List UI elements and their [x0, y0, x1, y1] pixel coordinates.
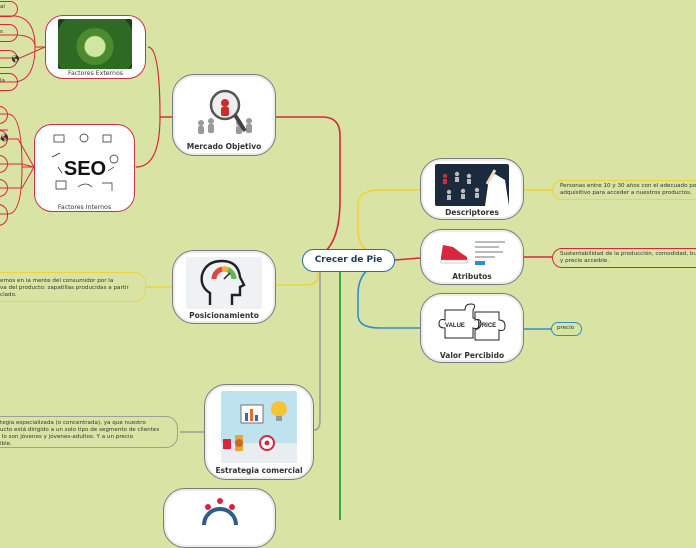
descriptores-label: Descriptores: [445, 208, 499, 217]
externos-leaf-4[interactable]: [0, 73, 18, 91]
estrategia-comercial-node[interactable]: Estrategia comercial: [204, 384, 314, 480]
seo-image: SEO: [48, 131, 122, 201]
puzzle-image: VALUE PRICE: [435, 300, 509, 348]
magnifier-people-image: [187, 81, 261, 139]
posicionamiento-label: Posicionamiento: [189, 311, 259, 320]
globe-icon: 🌎︎: [0, 134, 9, 142]
posicionamiento-note-box[interactable]: [0, 272, 146, 302]
posicionamiento-note: emos en la mente del consumidor por la v…: [0, 278, 129, 298]
descriptores-note: Personas entre 10 y 30 años con el adecu…: [560, 183, 696, 196]
atributos-node[interactable]: Atributos: [420, 229, 524, 285]
descriptores-note-box[interactable]: [552, 180, 696, 200]
atributos-label: Atributos: [452, 272, 492, 281]
network-image: [190, 495, 250, 525]
valor-percibido-label: Valor Percibido: [439, 351, 505, 360]
valor-note: precio: [557, 325, 575, 331]
central-topic[interactable]: Crecer de Pie: [302, 249, 395, 272]
descriptores-node[interactable]: Descriptores: [420, 158, 524, 220]
mercado-objetivo-node[interactable]: Mercado Objetivo: [172, 74, 276, 156]
externos-leaf-1[interactable]: [0, 1, 18, 17]
posicionamiento-node[interactable]: Posicionamiento: [172, 250, 276, 324]
sneaker-image: [435, 235, 509, 269]
estrategia-note-box[interactable]: [0, 416, 178, 448]
externos-leaf-2-text: s: [0, 29, 3, 35]
externos-leaf-2[interactable]: [0, 24, 18, 42]
svg-text:SEO: SEO: [64, 158, 106, 180]
strategy-image: [221, 391, 297, 463]
globe-icon: 🌎︎: [11, 55, 20, 63]
externos-leaf-3[interactable]: [0, 50, 18, 68]
valor-percibido-node[interactable]: VALUE PRICE Valor Percibido: [420, 293, 524, 363]
estrategia-note: tegia especializada (o concentrada), ya …: [0, 420, 160, 447]
externos-leaf-1-text: al: [0, 4, 5, 10]
atributos-note: Sustentabilidad de la producción, comodi…: [560, 251, 696, 264]
valor-note-box[interactable]: [551, 322, 582, 336]
head-gauge-image: [186, 257, 262, 309]
estrategia-comercial-label: Estrategia comercial: [215, 466, 303, 475]
factores-externos-label: Factores Externos: [68, 70, 123, 77]
svg-text:PRICE: PRICE: [478, 323, 496, 329]
atributos-note-box[interactable]: [552, 248, 696, 268]
business-people-image: [435, 164, 509, 206]
factores-externos-node[interactable]: Factores Externos: [45, 15, 146, 79]
svg-text:VALUE: VALUE: [445, 323, 465, 329]
mercado-objetivo-label: Mercado Objetivo: [186, 142, 262, 151]
factores-internos-label: Factores Internos: [57, 204, 112, 211]
bottom-node-partial[interactable]: [163, 488, 276, 548]
factores-internos-node[interactable]: SEO Factores Internos: [34, 124, 135, 212]
externos-leaf-4-text: la: [0, 78, 5, 84]
nature-globe-image: [58, 19, 132, 69]
